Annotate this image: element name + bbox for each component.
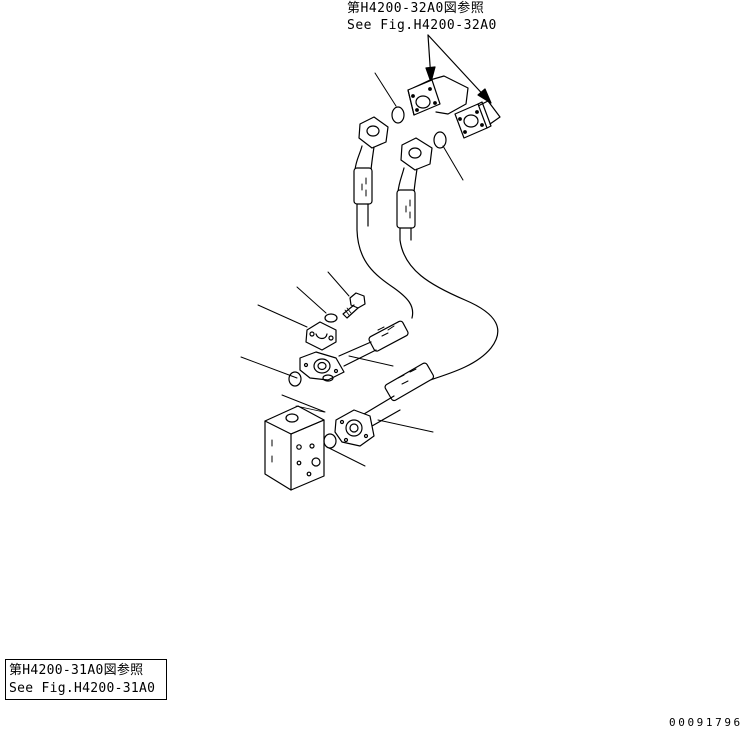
top-reference-english: See Fig.H4200-32A0: [347, 18, 497, 33]
o-ring-lower: [324, 434, 336, 448]
hose-1-upper-fitting: [354, 117, 413, 318]
top-reference-japanese: 第H4200-32A0図参照: [347, 1, 485, 16]
pipe-block-upper-right: [455, 101, 500, 138]
hose-2-upper-fitting: [397, 138, 498, 380]
o-ring-upper-2: [434, 132, 446, 148]
bolt: [343, 293, 365, 318]
bottom-reference-japanese: 第H4200-31A0図参照: [9, 663, 144, 678]
split-flange: [306, 322, 336, 350]
valve-block: [265, 406, 324, 490]
o-ring-upper-1: [392, 107, 404, 123]
top-figure-reference: 第H4200-32A0図参照 See Fig.H4200-32A0: [347, 0, 497, 34]
pipe-block-upper-left: [408, 76, 468, 115]
lock-washer: [325, 314, 337, 322]
bottom-figure-reference: 第H4200-31A0図参照 See Fig.H4200-31A0: [5, 659, 167, 700]
leader-lines: [241, 73, 463, 466]
reference-arrows: [426, 35, 491, 103]
o-ring-middle: [289, 372, 301, 386]
hose-2-lower-fitting: [335, 362, 435, 446]
hose-1-lower-fitting: [300, 320, 409, 381]
drawing-number: 00091796: [669, 716, 743, 729]
bottom-reference-english: See Fig.H4200-31A0: [9, 681, 156, 696]
